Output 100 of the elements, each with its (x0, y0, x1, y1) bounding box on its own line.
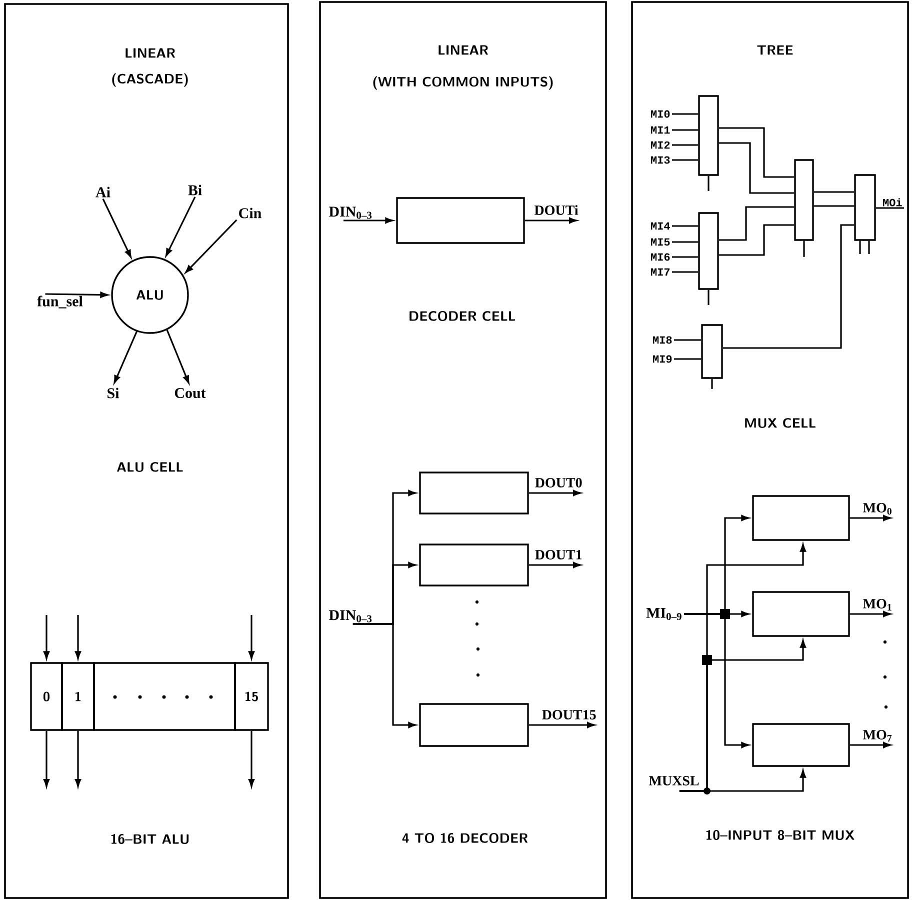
mux-box (752, 495, 850, 541)
signal-label: DIN$_{0–3}$ (328, 206, 372, 219)
arrow (850, 611, 891, 618)
mux-box (698, 212, 719, 290)
arrow (75, 730, 82, 787)
caption-text: 4 TO 16 DECODER (402, 833, 528, 843)
decoder-box (396, 197, 525, 244)
signal-label: MI2 (651, 141, 670, 149)
caption-text: (WITH COMMON INPUTS) (373, 76, 553, 90)
wire (814, 191, 854, 193)
wire (711, 378, 713, 389)
bit-cell: 0 (30, 662, 63, 731)
caption-text: LINEAR (438, 45, 488, 55)
signal-label: DOUT1 (535, 550, 582, 560)
signal-label: MUXSL (648, 776, 699, 786)
signal-label: MI4 (651, 222, 670, 230)
mux-box (698, 95, 719, 176)
wire (672, 256, 698, 258)
wire (876, 207, 904, 209)
mux-box (752, 591, 850, 637)
arrow (248, 730, 255, 787)
wire (868, 240, 870, 254)
signal-label: Cin (239, 208, 262, 218)
signal-label: DOUT0 (535, 478, 582, 488)
arrow (679, 770, 806, 792)
wire (672, 225, 698, 227)
arrow (44, 615, 50, 660)
arrow (75, 615, 82, 660)
arrow (165, 196, 196, 256)
signal-label: MI0 (651, 110, 670, 118)
bit-cell: 15 (234, 662, 269, 731)
arrow (850, 515, 891, 522)
wire (674, 339, 702, 341)
wire (718, 127, 794, 178)
wire (672, 144, 698, 146)
signal-label: MI$_{0–9}$ (646, 608, 682, 620)
signal-label: MOi (883, 198, 902, 206)
caption-text: DECODER CELL (410, 311, 516, 321)
arrow (352, 623, 416, 728)
arrow (248, 615, 255, 660)
decoder-box (419, 703, 529, 747)
decoder-box (419, 472, 529, 514)
wire (722, 224, 854, 349)
signal-label: MI8 (653, 336, 672, 344)
wire (814, 205, 854, 207)
arrow (45, 292, 108, 298)
wire (672, 159, 698, 161)
arrow (114, 331, 138, 384)
wire (708, 176, 710, 191)
wire (672, 271, 698, 273)
signal-label: MO$_{7}$ (863, 730, 892, 742)
wire (859, 240, 861, 254)
caption-text: 10–INPUT 8–BIT MUX (706, 830, 854, 840)
arrow (528, 562, 581, 568)
signal-label: fun_sel (37, 296, 83, 308)
signal-label: MI6 (651, 253, 670, 261)
wire (803, 240, 805, 257)
signal-label: DIN$_{0–3}$ (328, 610, 372, 622)
arrow (524, 217, 577, 224)
wire (672, 241, 698, 243)
arrow (850, 742, 891, 748)
arrow (528, 722, 595, 728)
signal-label: MO$_{0}$ (863, 503, 892, 515)
arrow (102, 198, 132, 258)
signal-label: MI3 (651, 156, 670, 164)
arrow (684, 613, 750, 748)
arrow (528, 490, 581, 496)
decoder-box (419, 544, 529, 586)
signal-label: MI5 (651, 238, 670, 246)
wire (672, 113, 698, 115)
bit-cell: 1 (61, 662, 95, 731)
signal-label: MO$_{1}$ (863, 599, 892, 610)
signal-label: Cout (174, 388, 206, 398)
caption-text: ALU CELL (117, 462, 183, 472)
signal-label: Ai (96, 186, 110, 198)
mux-box (854, 174, 876, 241)
signal-label: DOUTi (534, 205, 578, 215)
wire (718, 206, 794, 241)
wire (718, 224, 794, 256)
caption-text: 16–BIT ALU (111, 834, 189, 844)
mux-box (701, 324, 723, 379)
arrow (344, 217, 394, 224)
signal-label: MI1 (651, 126, 670, 134)
arrow (44, 730, 50, 787)
wire (672, 129, 698, 131)
bit-cell (93, 662, 236, 731)
signal-label: Bi (188, 184, 202, 196)
wire (708, 290, 710, 305)
signal-label: MI7 (651, 268, 670, 276)
wire (718, 142, 794, 194)
mux-box (752, 723, 850, 767)
signal-label: DOUT15 (542, 710, 596, 720)
caption-text: (CASCADE) (112, 73, 188, 87)
signal-label: Si (108, 388, 120, 398)
wire (674, 358, 702, 360)
caption-text: MUX CELL (745, 418, 816, 428)
signal-label: MI9 (653, 355, 672, 363)
caption-text: LINEAR (126, 48, 175, 58)
caption-text: TREE (757, 45, 793, 55)
mux-box (794, 159, 814, 241)
